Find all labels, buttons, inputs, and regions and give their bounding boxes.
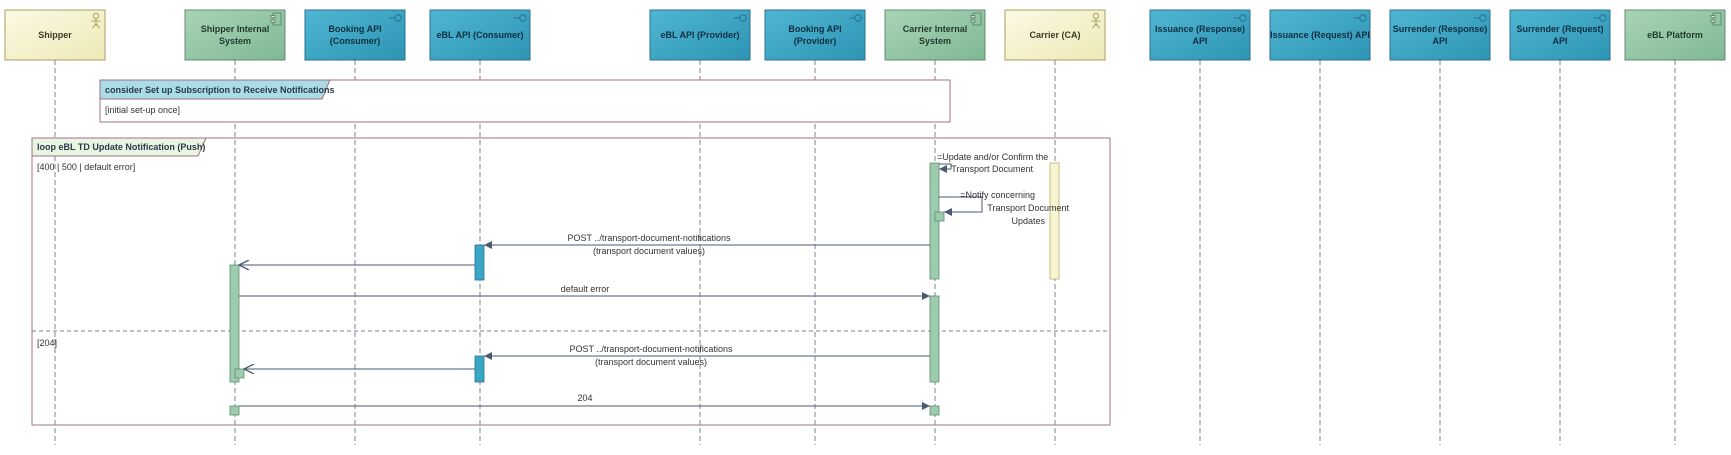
participant-ebl-consumer-label: eBL API (Consumer) (436, 30, 523, 40)
participant-carrier-ca-label: Carrier (CA) (1029, 30, 1080, 40)
interface-icon (1234, 14, 1247, 22)
participant-shipper-internal-box (184, 9, 286, 61)
participant-ebl-consumer-box (429, 9, 531, 61)
message-resp-204-label: 204 (577, 393, 592, 403)
participant-booking-provider-label: Booking API (788, 24, 841, 34)
participant-issuance-request-box (1269, 9, 1371, 61)
component-icon (270, 12, 282, 26)
interface-icon (734, 14, 747, 22)
participant-surrender-request-label: Surrender (Request) (1516, 24, 1603, 34)
participant-shipper-label: Shipper (38, 30, 72, 40)
message-self-update-label-1: =Update and/or Confirm the (937, 152, 1048, 162)
interface-icon (849, 14, 862, 22)
actor-icon (1091, 12, 1101, 29)
activation-ebl-consumer-1 (474, 244, 485, 281)
participant-shipper-internal-label: Shipper Internal (201, 24, 270, 34)
interface-icon (1354, 14, 1367, 22)
component-icon (970, 12, 982, 26)
message-post-1: POST ../transport-document-notifications… (484, 233, 930, 256)
participant-ebl-consumer[interactable]: eBL API (Consumer) (429, 9, 531, 61)
participant-booking-consumer[interactable]: Booking API (Consumer) (304, 9, 406, 61)
participant-shipper-internal-label: System (219, 36, 251, 46)
message-resp-204: 204 (239, 393, 930, 410)
activation-shipper-internal-nested (234, 368, 245, 379)
message-default-error-label: default error (561, 284, 610, 294)
participant-surrender-response-box (1389, 9, 1491, 61)
participant-ebl-provider-label: eBL API (Provider) (660, 30, 739, 40)
message-post-2-label-2: (transport document values) (595, 357, 707, 367)
participant-ebl-provider[interactable]: eBL API (Provider) (649, 9, 751, 61)
participant-carrier-ca-box (1004, 9, 1106, 61)
message-self-notify-label-1: =Notify concerning (960, 190, 1035, 200)
participant-issuance-response[interactable]: Issuance (Response) API (1149, 9, 1251, 61)
frame-loop-title: loop eBL TD Update Notification (Push) (37, 142, 205, 152)
participant-surrender-response-label: Surrender (Response) (1393, 24, 1488, 34)
activation-ebl-consumer-2 (474, 355, 485, 383)
participant-surrender-request-label: API (1552, 36, 1567, 46)
participant-booking-provider-box (764, 9, 866, 61)
participant-carrier-ca[interactable]: Carrier (CA) (1004, 9, 1106, 61)
frame-loop-guard-error: [400 | 500 | default error] (37, 162, 135, 172)
activation-carrier-internal-2 (929, 295, 940, 383)
participant-booking-consumer-box (304, 9, 406, 61)
interface-icon (514, 14, 527, 22)
participant-issuance-request[interactable]: Issuance (Request) API (1269, 9, 1371, 61)
message-post-1-label-1: POST ../transport-document-notifications (568, 233, 731, 243)
participant-carrier-internal-box (884, 9, 986, 61)
message-self-notify-label-2: Transport Document (987, 203, 1069, 213)
participant-carrier-internal-label: Carrier Internal (903, 24, 968, 34)
participant-booking-provider[interactable]: Booking API (Provider) (764, 9, 866, 61)
message-post-1-label-2: (transport document values) (593, 246, 705, 256)
participant-surrender-response-label: API (1432, 36, 1447, 46)
participant-ebl-platform-box (1624, 9, 1726, 61)
participant-carrier-internal-label: System (919, 36, 951, 46)
component-icon (1710, 12, 1722, 26)
activation-shipper-internal (229, 264, 240, 383)
activation-carrier-ca (1049, 162, 1060, 280)
message-self-update-label-2: Transport Document (951, 164, 1033, 174)
participant-issuance-response-label: Issuance (Response) (1155, 24, 1245, 34)
frame-loop-guard-204: [204] (37, 338, 57, 348)
interface-icon (1594, 14, 1607, 22)
lifelines (54, 60, 1676, 445)
participant-shipper[interactable]: Shipper (4, 9, 106, 61)
activation-shipper-internal-final (229, 405, 240, 416)
participant-ebl-platform[interactable]: eBL Platform (1624, 9, 1726, 61)
participant-surrender-response[interactable]: Surrender (Response) API (1389, 9, 1491, 61)
frame-consider-title: consider Set up Subscription to Receive … (105, 85, 335, 95)
interface-icon (389, 14, 402, 22)
participant-surrender-request-box (1509, 9, 1611, 61)
message-self-update: =Update and/or Confirm the Transport Doc… (937, 152, 1048, 174)
participant-booking-consumer-label: Booking API (328, 24, 381, 34)
actor-icon (91, 12, 101, 29)
message-self-notify: =Notify concerning Transport Document Up… (939, 190, 1069, 226)
activation-carrier-internal-final (929, 405, 940, 416)
message-default-error: default error (239, 284, 930, 300)
participant-shipper-box (4, 9, 106, 61)
participant-issuance-request-label: Issuance (Request) API (1270, 30, 1370, 40)
messages: =Update and/or Confirm the Transport Doc… (239, 152, 1069, 410)
participant-ebl-platform-label: eBL Platform (1647, 30, 1703, 40)
participant-ebl-provider-box (649, 9, 751, 61)
activation-carrier-internal-self (934, 211, 945, 222)
participant-booking-provider-label: (Provider) (794, 36, 837, 46)
interface-icon (1474, 14, 1487, 22)
participant-booking-consumer-label: (Consumer) (330, 36, 381, 46)
frame-consider: consider Set up Subscription to Receive … (99, 79, 951, 123)
participant-issuance-response-box (1149, 9, 1251, 61)
frame-loop: loop eBL TD Update Notification (Push) [… (31, 137, 1111, 426)
participant-surrender-request[interactable]: Surrender (Request) API (1509, 9, 1611, 61)
message-post-2: POST ../transport-document-notifications… (484, 344, 930, 367)
participant-issuance-response-label: API (1192, 36, 1207, 46)
message-self-notify-label-3: Updates (1011, 216, 1045, 226)
message-post-2-label-1: POST ../transport-document-notifications (570, 344, 733, 354)
frame-consider-guard: [initial set-up once] (105, 105, 180, 115)
